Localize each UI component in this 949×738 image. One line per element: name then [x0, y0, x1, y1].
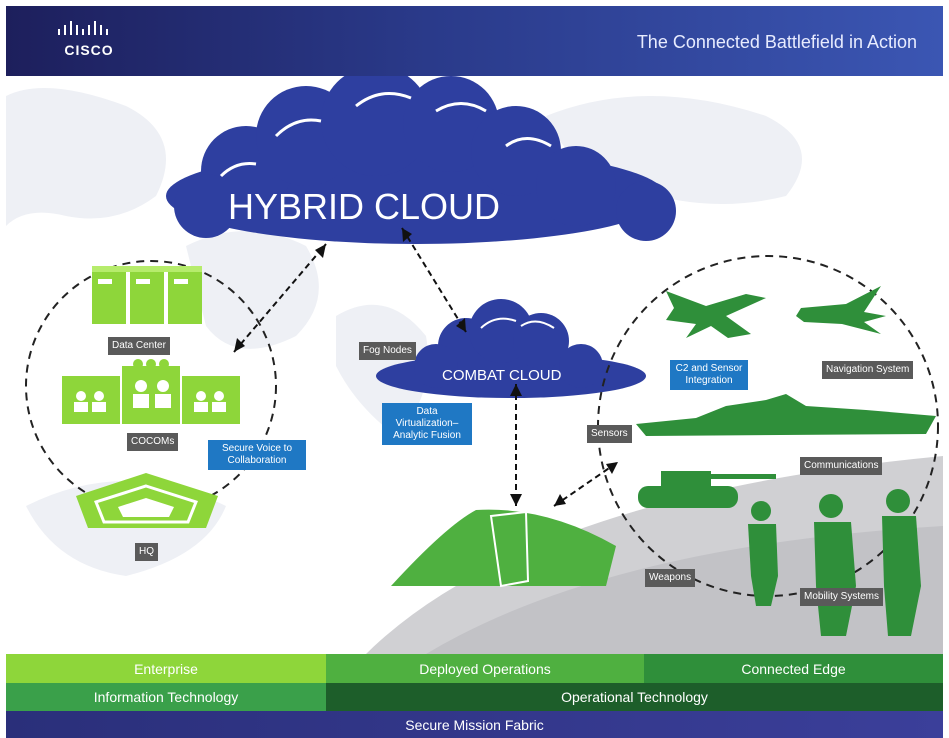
warship-icon [636, 394, 936, 436]
label-cocoms: COCOMs [127, 433, 179, 451]
fighter-jet-icon [666, 291, 766, 338]
data-center-icon [92, 266, 202, 324]
cisco-logo: CISCO [54, 20, 124, 62]
cisco-wordmark: CISCO [64, 42, 114, 58]
label-data-virtualization: Data Virtualization– Analytic Fusion [382, 403, 472, 445]
combat-cloud-shape [376, 299, 646, 398]
label-secure-voice: Secure Voice to Collaboration [208, 440, 306, 470]
hybrid-cloud-shape [166, 76, 676, 244]
arrow-heads [234, 228, 618, 506]
label-mobility-systems: Mobility Systems [800, 588, 884, 606]
header-bar: CISCO The Connected Battlefield in Actio… [6, 6, 943, 76]
dashed-connection-arrows [233, 227, 619, 507]
label-c2-sensor-integration: C2 and Sensor Integration [670, 360, 748, 390]
page-title: The Connected Battlefield in Action [636, 32, 917, 52]
band-deployed-operations: Deployed Operations [326, 654, 644, 683]
combat-cloud-highlights [480, 317, 555, 329]
ground-shape-dark [426, 526, 943, 654]
hybrid-cloud-label: HYBRID CLOUD [228, 186, 501, 227]
combat-cloud-label: COMBAT CLOUD [442, 367, 562, 384]
diagram-canvas [6, 76, 943, 654]
cocoms-icon [62, 359, 240, 424]
band-connected-edge: Connected Edge [644, 654, 943, 683]
label-navigation-system: Navigation System [822, 361, 914, 379]
drone-icon [796, 286, 886, 334]
hybrid-cloud-highlights [219, 92, 552, 178]
tent-icon [391, 509, 616, 588]
label-hq: HQ [135, 543, 158, 561]
band-secure-mission-fabric: Secure Mission Fabric [6, 711, 943, 738]
tank-icon [638, 471, 776, 508]
band-information-technology: Information Technology [6, 683, 326, 711]
band-operational-technology: Operational Technology [326, 683, 943, 711]
label-fog-nodes: Fog Nodes [359, 342, 416, 360]
band-enterprise: Enterprise [6, 654, 326, 683]
soldiers-icon [748, 489, 921, 636]
label-data-center: Data Center [108, 337, 170, 355]
label-communications: Communications [800, 457, 883, 475]
label-weapons: Weapons [645, 569, 696, 587]
hq-pentagon-icon [76, 473, 218, 528]
cisco-bars-icon [58, 21, 108, 35]
label-sensors: Sensors [587, 425, 632, 443]
